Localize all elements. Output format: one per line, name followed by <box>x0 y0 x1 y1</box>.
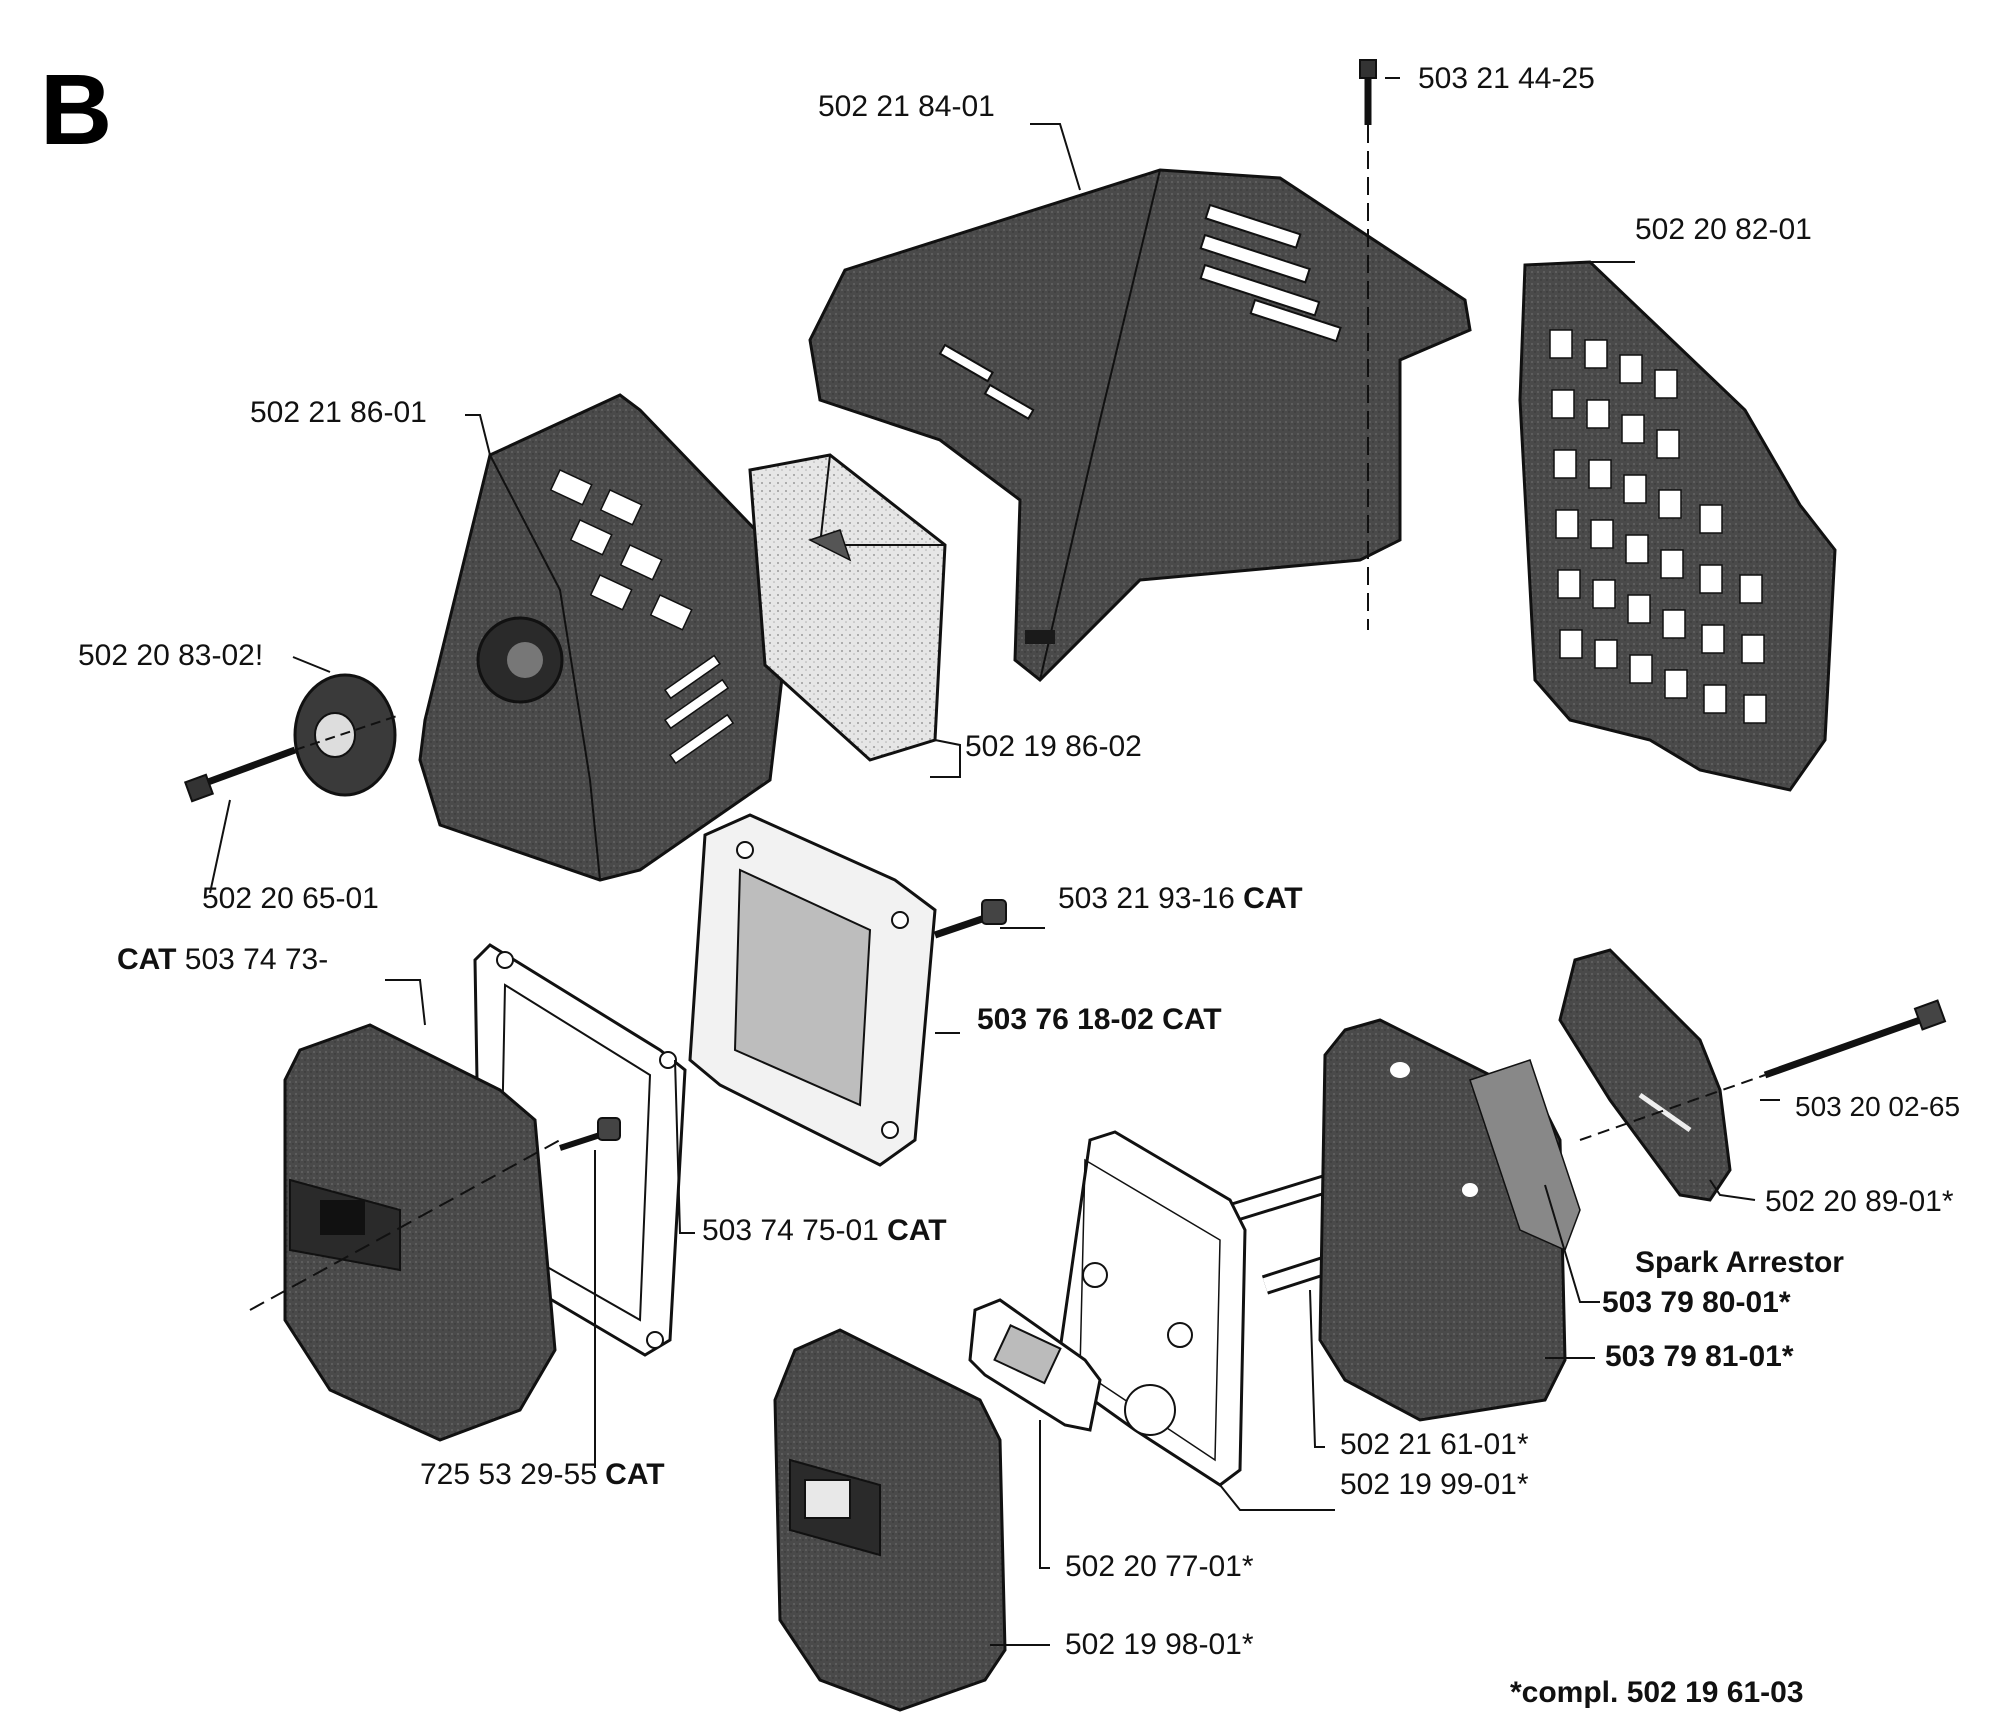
filter-knob <box>293 673 397 797</box>
label-grille-right: 502 20 82-01 <box>1635 213 1812 246</box>
top-screw <box>1359 59 1377 630</box>
deflector-plate <box>1058 1130 1247 1487</box>
label-screw-top: 503 21 44-25 <box>1418 62 1595 95</box>
label-muffler-screw-cat: 503 21 93-16 CAT <box>1058 884 1303 914</box>
long-screw-left <box>183 714 401 803</box>
label-cat-muffler-part: 503 74 73- <box>184 943 329 976</box>
air-filter-cover <box>418 393 792 882</box>
label-cat-muffler: CAT 503 74 73- <box>117 945 328 975</box>
muffler-front <box>773 1328 1007 1712</box>
label-gasket-small: 502 20 77-01* <box>1065 1550 1254 1583</box>
section-letter: B <box>40 54 113 166</box>
label-muffler-screw-suffix: CAT <box>1243 882 1303 915</box>
label-screw-bottom-cat: 725 53 29-55 CAT <box>420 1460 665 1490</box>
cat-flange <box>688 813 937 1167</box>
right-grille <box>1518 260 1837 792</box>
spark-arrestor-screen <box>1469 1059 1581 1252</box>
label-knob: 502 20 83-02! <box>78 639 264 672</box>
label-foam-filter: 502 19 86-02 <box>965 730 1142 763</box>
label-gasket-cat: 503 74 75-01 CAT <box>702 1216 947 1246</box>
cat-muffler <box>249 1023 561 1442</box>
label-compl-note: *compl. 502 19 61-03 <box>1510 1676 1804 1709</box>
long-screw-right <box>1579 999 1947 1141</box>
label-screw-bottom-part: 725 53 29-55 <box>420 1458 597 1491</box>
label-long-screw-right: 503 20 02-65 <box>1795 1091 1961 1122</box>
label-tube-1: 502 21 61-01* <box>1340 1428 1529 1461</box>
label-gasket-cat-part: 503 74 75-01 <box>702 1214 879 1247</box>
label-spark-arrestor-title: Spark Arrestor <box>1635 1246 1844 1279</box>
label-spark-cover: 502 20 89-01* <box>1765 1185 1954 1218</box>
label-muffler-front: 502 19 98-01* <box>1065 1628 1254 1661</box>
spark-cover <box>1558 948 1732 1202</box>
label-muffler-screw-part: 503 21 93-16 <box>1058 882 1235 915</box>
small-gasket <box>968 1298 1102 1432</box>
label-long-screw-left: 502 20 65-01 <box>202 882 379 915</box>
label-spark-arrestor-part: 503 79 80-01* <box>1602 1286 1791 1319</box>
cylinder-cover <box>808 168 1472 683</box>
leader-lines <box>209 77 1780 1646</box>
muffler-screw-cat <box>933 899 1007 939</box>
label-muffler-back: 503 79 81-01* <box>1605 1340 1794 1373</box>
label-screw-bottom-suffix: CAT <box>605 1458 665 1491</box>
foam-air-filter <box>748 453 947 762</box>
label-air-filter-cover: 502 21 86-01 <box>250 396 427 429</box>
label-cylinder-cover: 502 21 84-01 <box>818 90 995 123</box>
label-gasket-cat-suffix: CAT <box>887 1214 947 1247</box>
label-cat-flange: 503 76 18-02 CAT <box>977 1003 1222 1036</box>
label-cat-muffler-prefix: CAT <box>117 943 177 976</box>
small-screw-cat <box>559 1117 621 1151</box>
label-tube-2: 502 19 99-01* <box>1340 1468 1529 1501</box>
